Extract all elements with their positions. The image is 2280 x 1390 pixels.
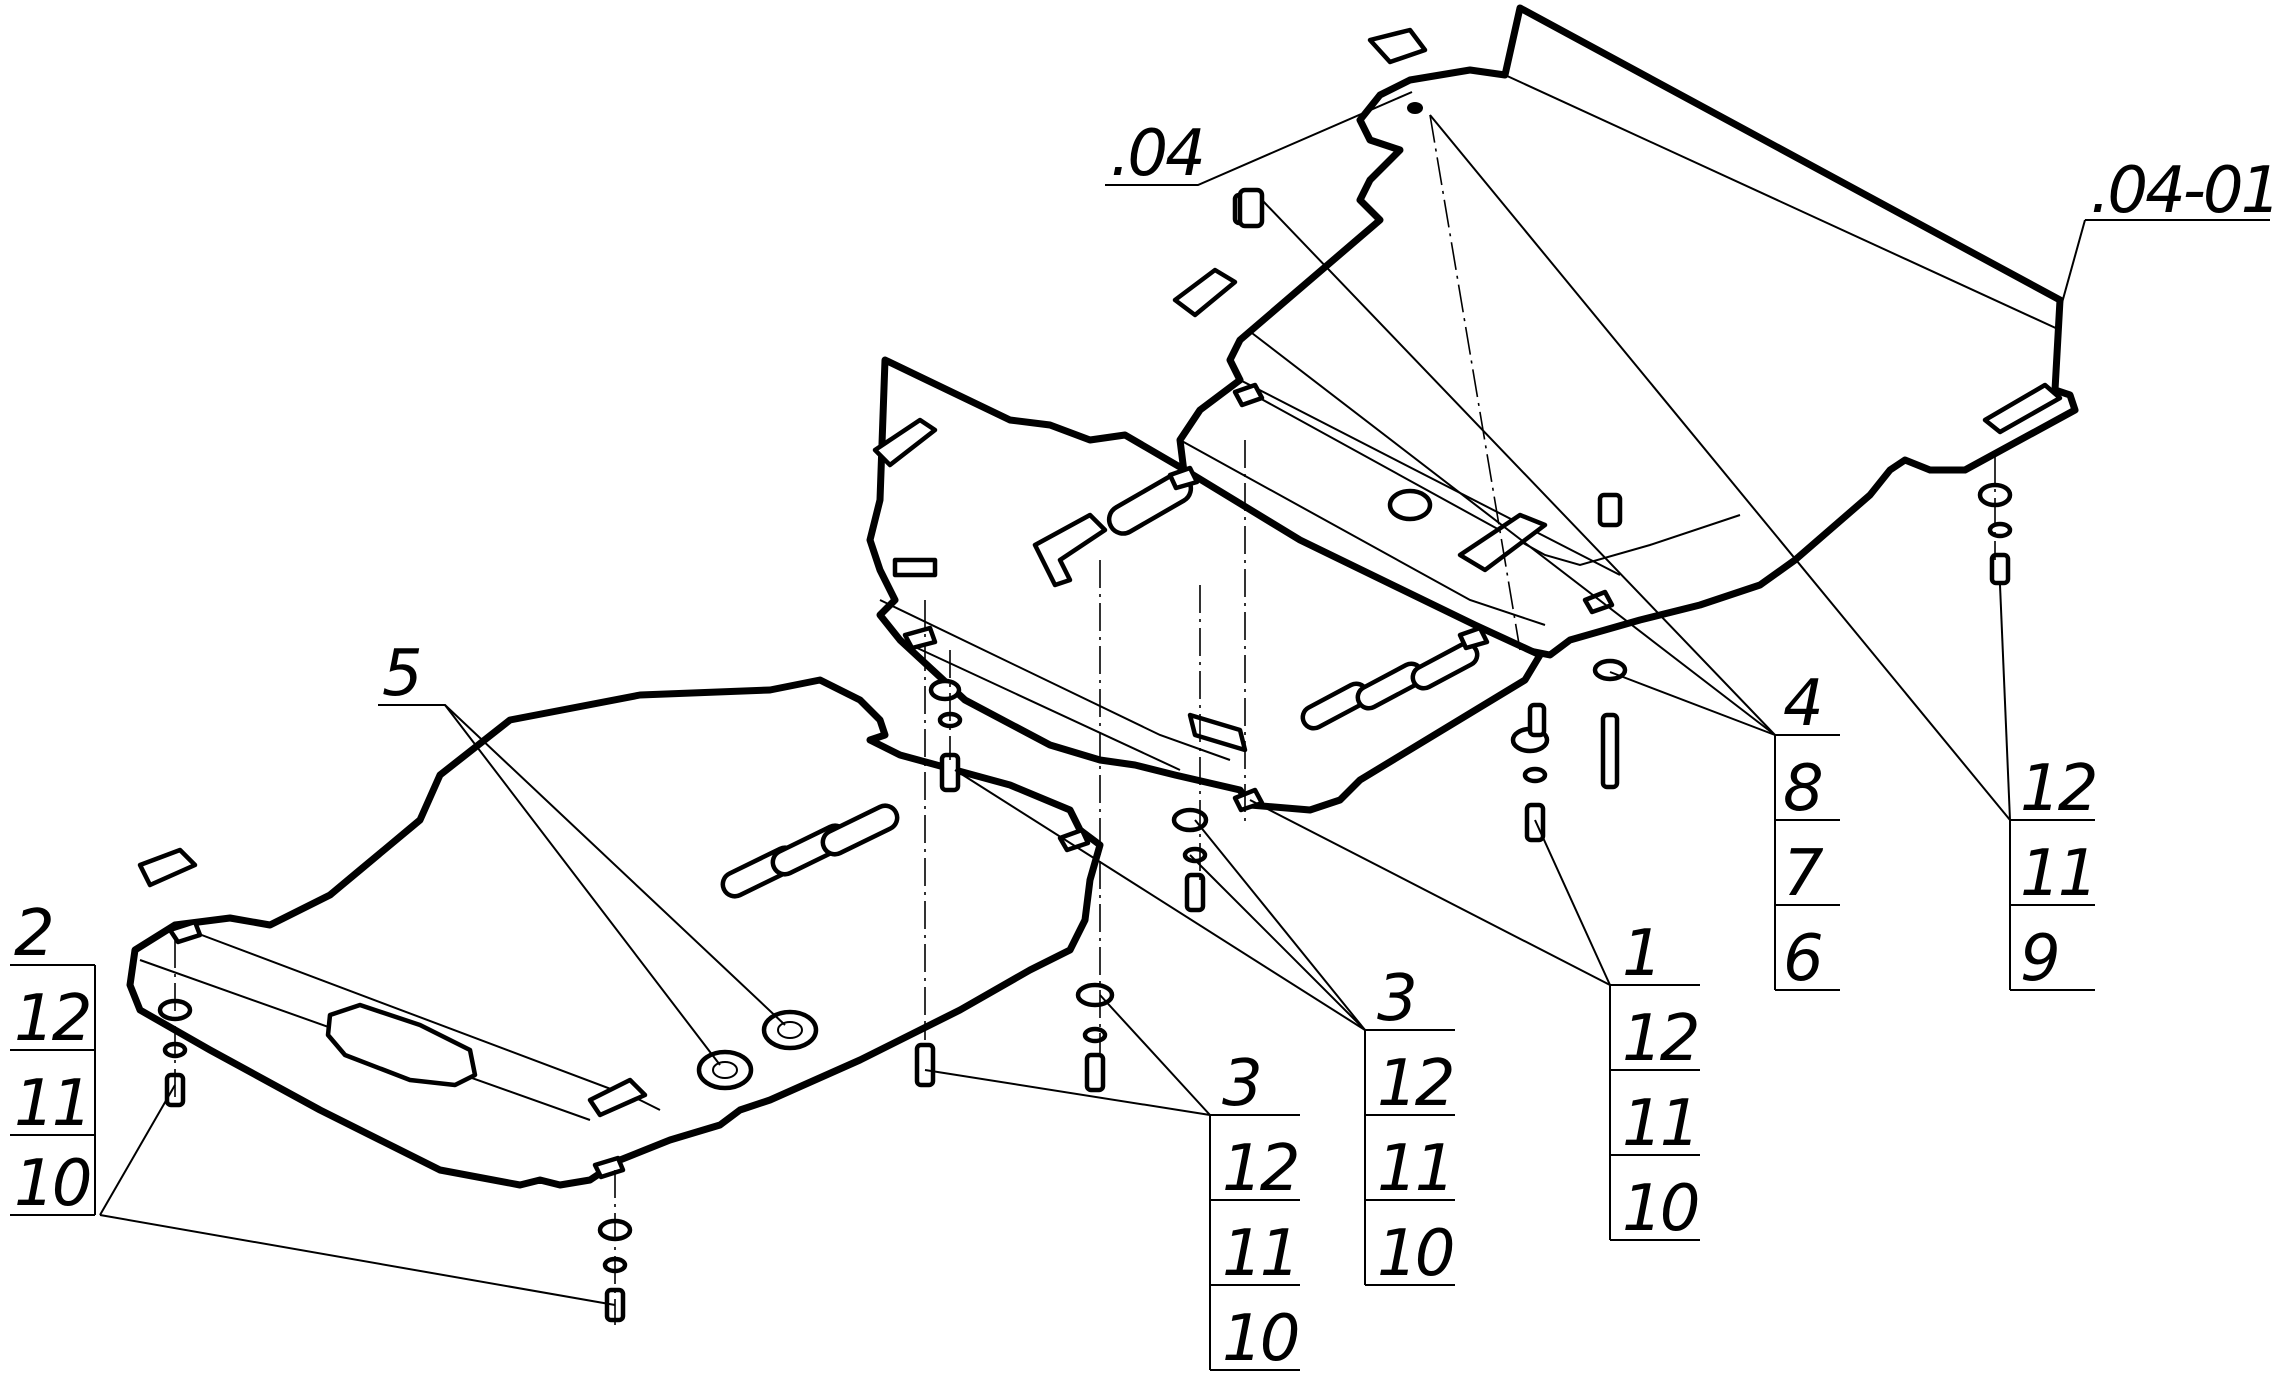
stack-right1-0: 1	[1622, 917, 1660, 991]
middle-skid-plate	[866, 356, 1544, 814]
stack-mid2-2: 11	[1377, 1132, 1452, 1206]
stack-right1-1: 12	[1622, 1002, 1697, 1076]
callout-5: 5	[382, 637, 420, 711]
callout-stack-far: 12 11 9	[2020, 752, 2098, 996]
stack-right1-2: 11	[1622, 1087, 1697, 1161]
callout-04-01: .04-01	[2090, 154, 2278, 228]
stack-mid2-1: 12	[1377, 1047, 1452, 1121]
callout-stack-left: 2 12 11 10	[14, 897, 93, 1221]
stack-left-1: 12	[14, 982, 89, 1056]
callout-stack-right2: 4 8 7 6	[1783, 667, 1827, 996]
stack-left-3: 10	[14, 1147, 90, 1221]
stack-right2-2: 7	[1783, 837, 1824, 911]
callout-stack-frames	[10, 734, 2095, 1371]
stack-mid1-3: 10	[1222, 1302, 1298, 1376]
stack-mid2-3: 10	[1377, 1217, 1453, 1291]
callout-labels: .04 .04-01 5	[382, 117, 2280, 711]
stack-far-1: 11	[2020, 837, 2095, 911]
stack-mid1-2: 11	[1222, 1217, 1297, 1291]
stack-right1-3: 10	[1622, 1172, 1698, 1246]
stack-mid1-1: 12	[1222, 1132, 1297, 1206]
callout-stack-mid2: 3 12 11 10	[1377, 962, 1456, 1291]
stack-left-0: 2	[14, 897, 52, 971]
callout-04: .04	[1110, 117, 1203, 191]
stack-mid2-0: 3	[1377, 962, 1415, 1036]
assembly-axes	[174, 114, 1996, 1325]
callout-stack-mid1: 3 12 11 10	[1222, 1047, 1301, 1376]
rear-skid-plate	[1172, 4, 2079, 659]
stack-left-2: 11	[14, 1067, 89, 1141]
front-skid-plate	[126, 676, 1104, 1189]
fasteners	[157, 102, 2013, 1323]
stack-right2-3: 6	[1783, 922, 1821, 996]
stack-right2-0: 4	[1783, 667, 1821, 741]
stack-right2-1: 8	[1783, 752, 1821, 826]
stack-far-2: 9	[2020, 922, 2058, 996]
stack-mid1-0: 3	[1222, 1047, 1260, 1121]
stack-far-0: 12	[2020, 752, 2095, 826]
callout-stack-right1: 1 12 11 10	[1622, 917, 1701, 1246]
